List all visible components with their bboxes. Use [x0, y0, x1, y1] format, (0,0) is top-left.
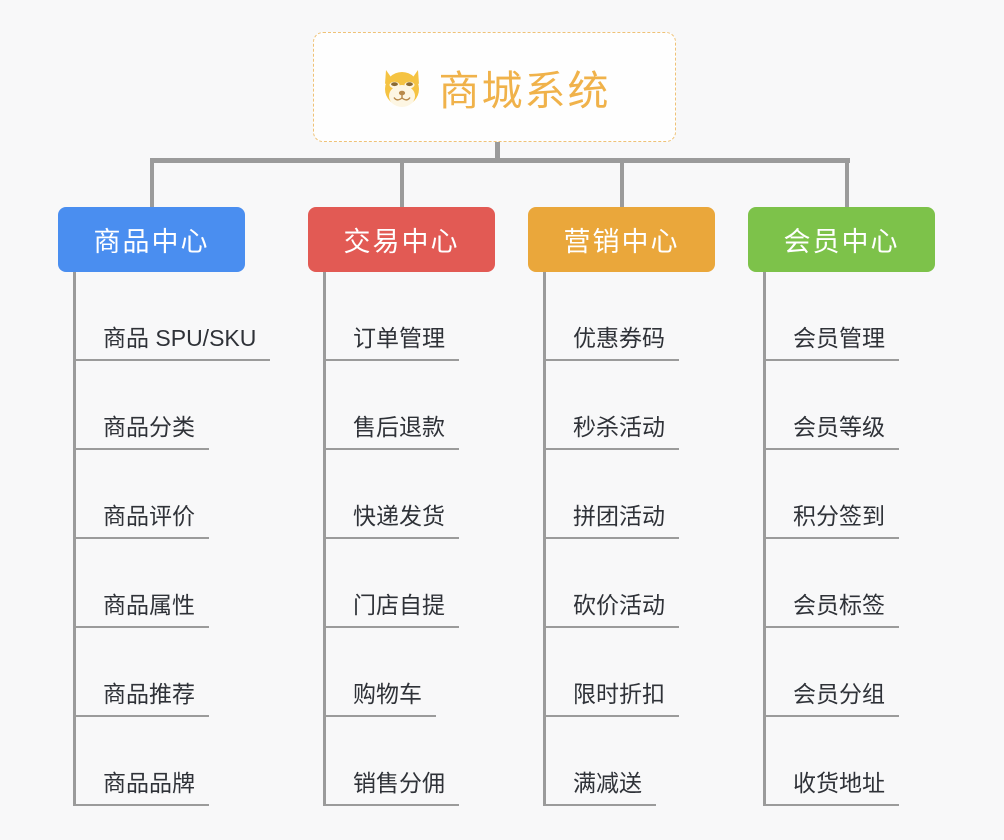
- list-item[interactable]: 会员等级: [763, 361, 953, 450]
- list-item-label: 满减送: [543, 769, 656, 806]
- list-item-label: 订单管理: [323, 324, 459, 361]
- list-item[interactable]: 商品推荐: [73, 628, 263, 717]
- list-item-label: 商品分类: [73, 413, 209, 450]
- branch-spine-3: [763, 272, 766, 806]
- branch-header-label: 商品中心: [93, 227, 210, 257]
- connector-drop-4: [845, 158, 849, 208]
- root-node[interactable]: 商城系统: [313, 32, 676, 142]
- list-item-label: 砍价活动: [543, 591, 679, 628]
- list-item[interactable]: 门店自提: [323, 539, 513, 628]
- branch-header-label: 会员中心: [783, 227, 900, 257]
- list-item-label: 会员标签: [763, 591, 899, 628]
- list-item[interactable]: 限时折扣: [543, 628, 733, 717]
- list-item-label: 门店自提: [323, 591, 459, 628]
- branch-spine-1: [323, 272, 326, 806]
- branch-header-label: 营销中心: [563, 227, 680, 257]
- branch-header-1[interactable]: 交易中心: [308, 207, 495, 272]
- list-item-label: 商品品牌: [73, 769, 209, 806]
- list-item[interactable]: 商品属性: [73, 539, 263, 628]
- list-item[interactable]: 会员管理: [763, 272, 953, 361]
- list-item-label: 限时折扣: [543, 680, 679, 717]
- list-item[interactable]: 收货地址: [763, 717, 953, 806]
- list-item-label: 收货地址: [763, 769, 899, 806]
- branch-items-0: 商品 SPU/SKU 商品分类 商品评价 商品属性 商品推荐 商品品牌: [73, 272, 271, 806]
- root-title: 商城系统: [438, 68, 611, 114]
- list-item[interactable]: 积分签到: [763, 450, 953, 539]
- connector-drop-1: [150, 158, 154, 208]
- list-item[interactable]: 售后退款: [323, 361, 513, 450]
- list-item[interactable]: 优惠券码: [543, 272, 733, 361]
- list-item-label: 售后退款: [323, 413, 459, 450]
- branch-header-2[interactable]: 营销中心: [528, 207, 715, 272]
- list-item-label: 销售分佣: [323, 769, 459, 806]
- branch-items-1: 订单管理 售后退款 快递发货 门店自提 购物车 销售分佣: [323, 272, 513, 806]
- list-item[interactable]: 商品 SPU/SKU: [73, 272, 271, 361]
- connector-drop-3: [620, 158, 624, 208]
- list-item[interactable]: 秒杀活动: [543, 361, 733, 450]
- branch-items-2: 优惠券码 秒杀活动 拼团活动 砍价活动 限时折扣 满减送: [543, 272, 733, 806]
- list-item-label: 商品属性: [73, 591, 209, 628]
- connector-drop-2: [400, 158, 404, 208]
- list-item[interactable]: 快递发货: [323, 450, 513, 539]
- connector-horizontal-bus: [150, 158, 850, 163]
- list-item-label: 秒杀活动: [543, 413, 679, 450]
- list-item[interactable]: 拼团活动: [543, 450, 733, 539]
- list-item[interactable]: 订单管理: [323, 272, 513, 361]
- list-item-label: 会员等级: [763, 413, 899, 450]
- list-item[interactable]: 销售分佣: [323, 717, 513, 806]
- list-item-label: 优惠券码: [543, 324, 679, 361]
- list-item-label: 积分签到: [763, 502, 899, 539]
- list-item-label: 快递发货: [323, 502, 459, 539]
- list-item[interactable]: 砍价活动: [543, 539, 733, 628]
- list-item[interactable]: 商品评价: [73, 450, 263, 539]
- branch-header-0[interactable]: 商品中心: [58, 207, 245, 272]
- list-item-label: 会员管理: [763, 324, 899, 361]
- connector-root-stem: [495, 142, 500, 162]
- shiba-dog-face-icon: [379, 64, 425, 110]
- list-item-label: 拼团活动: [543, 502, 679, 539]
- list-item-label: 商品 SPU/SKU: [73, 324, 271, 361]
- list-item[interactable]: 商品分类: [73, 361, 263, 450]
- list-item-label: 购物车: [323, 680, 436, 717]
- branch-items-3: 会员管理 会员等级 积分签到 会员标签 会员分组 收货地址: [763, 272, 953, 806]
- list-item[interactable]: 会员分组: [763, 628, 953, 717]
- branch-header-3[interactable]: 会员中心: [748, 207, 935, 272]
- list-item-label: 商品推荐: [73, 680, 209, 717]
- branch-spine-0: [73, 272, 76, 806]
- list-item[interactable]: 商品品牌: [73, 717, 263, 806]
- branch-header-label: 交易中心: [343, 227, 460, 257]
- list-item[interactable]: 购物车: [323, 628, 513, 717]
- branch-spine-2: [543, 272, 546, 806]
- list-item-label: 商品评价: [73, 502, 209, 539]
- list-item[interactable]: 会员标签: [763, 539, 953, 628]
- list-item-label: 会员分组: [763, 680, 899, 717]
- list-item[interactable]: 满减送: [543, 717, 733, 806]
